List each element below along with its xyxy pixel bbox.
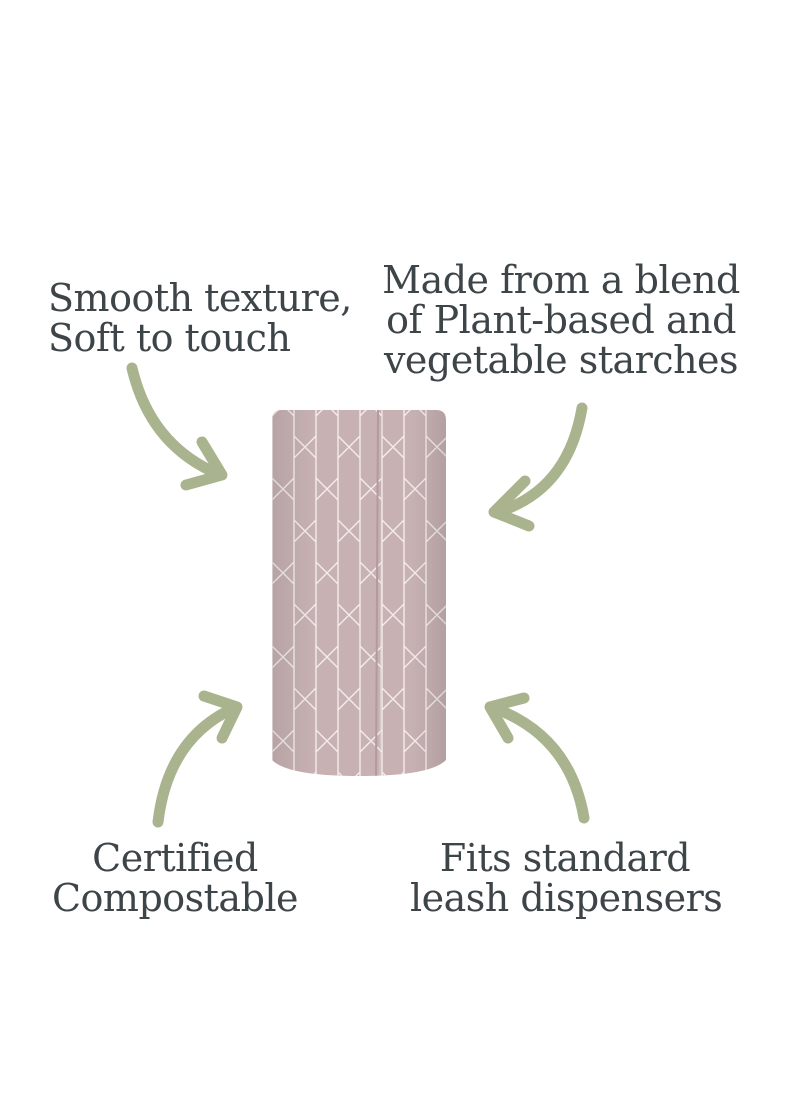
feature-line: Compostable bbox=[51, 876, 299, 920]
feature-compostable: Certified Compostable bbox=[30, 838, 320, 918]
feature-plant-based: Made from a blend of Plant-based and veg… bbox=[376, 260, 746, 380]
feature-line: Certified bbox=[92, 836, 258, 880]
feature-line: Smooth texture, bbox=[48, 276, 352, 320]
feature-line: leash dispensers bbox=[410, 876, 723, 920]
bag-roll-icon bbox=[272, 410, 446, 776]
curved-arrow-icon bbox=[488, 402, 588, 532]
curved-arrow-icon bbox=[484, 692, 590, 824]
feature-line: Fits standard bbox=[439, 836, 691, 880]
curved-arrow-icon bbox=[152, 690, 243, 828]
feature-line: vegetable starches bbox=[383, 338, 739, 382]
feature-smooth-texture: Smooth texture, Soft to touch bbox=[48, 278, 352, 358]
feature-line: Soft to touch bbox=[48, 316, 291, 360]
feature-line: Made from a blend bbox=[382, 258, 740, 302]
feature-fits-dispensers: Fits standard leash dispensers bbox=[410, 836, 723, 920]
curved-arrow-icon bbox=[126, 362, 228, 491]
feature-line: of Plant-based and bbox=[386, 298, 736, 342]
